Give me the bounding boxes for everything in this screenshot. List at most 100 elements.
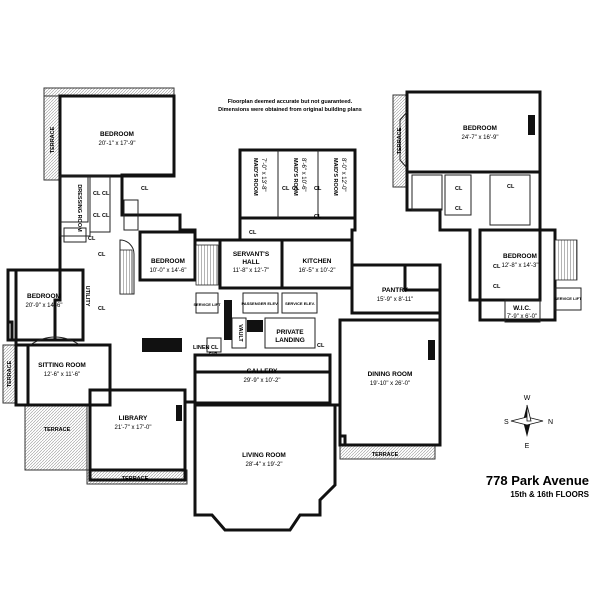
cl-u3: CL [507, 184, 515, 190]
library-dim: 21'-7" x 17'-0" [115, 425, 152, 431]
cl-u2: CL [455, 206, 463, 212]
wic-dim: 7'-9" x 6'-0" [507, 314, 537, 320]
passenger-elev-box [242, 292, 279, 314]
vault-wall-block [247, 320, 263, 332]
bedroom-ne-dim: 24'-7" x 16'-9" [462, 135, 499, 141]
dining-room-name: DINING ROOM [368, 371, 413, 378]
cl-b: CL [102, 191, 110, 197]
sitting-room-walls [14, 343, 112, 407]
gallery-dim: 29'-9" x 10'-2" [244, 378, 281, 384]
tub-nw [123, 199, 139, 231]
cl-u4: CL [493, 264, 501, 270]
wall-block-2 [224, 300, 232, 340]
bedroom-west-name: BEDROOM [27, 293, 61, 300]
pdr-walls [206, 337, 222, 353]
upper-lift-label: SERVICE LIFT [554, 296, 582, 301]
sitting-room-bay [29, 336, 81, 346]
compass-w: W [524, 395, 531, 402]
bedroom-west-dim: 20'-9" x 14'-6" [26, 303, 63, 309]
living-room-name: LIVING ROOM [242, 452, 286, 459]
library-name: LIBRARY [119, 415, 148, 422]
cl-landing: CL [317, 343, 325, 349]
cl-u5: CL [493, 284, 501, 290]
passenger-elev-label: PASSENGER ELEV. [241, 301, 278, 306]
cl-d: CL [102, 213, 110, 219]
vault-label: VAULT [237, 324, 243, 342]
living-room-walls [193, 403, 337, 532]
service-elev-label: SERVICE ELEV. [285, 301, 315, 306]
maids2-name: MAID'S ROOM [292, 158, 298, 196]
disclaimer-line-2: Dimensions were obtained from original b… [218, 107, 362, 113]
cl-e: CL [141, 186, 149, 192]
maids1-name: MAID'S ROOM [252, 158, 258, 196]
terrace-nw-label: TERRACE [50, 126, 56, 153]
closet-stack [89, 175, 111, 233]
compass-n: N [548, 419, 553, 426]
gallery-name: GALLERY [247, 368, 278, 375]
dining-room-dim: 19'-10" x 26'-0" [370, 381, 410, 387]
private-landing-name1: PRIVATE [276, 329, 304, 336]
private-landing-name2: LANDING [275, 337, 305, 344]
pantry-walls [350, 263, 442, 315]
disclaimer-line-1: Floorplan deemed accurate but not guaran… [228, 99, 353, 105]
cl-a: CL [93, 191, 101, 197]
bedroom-nw-walls [58, 94, 176, 178]
terrace-south-label: TERRACE [122, 476, 149, 482]
wic-name: W.I.C. [513, 305, 531, 312]
terrace-se-label: TERRACE [372, 452, 399, 458]
stair-hatch-1 [119, 249, 133, 295]
cl-maid-2: CL [292, 186, 300, 192]
dining-fireplace [428, 340, 435, 360]
upper-lift-box [554, 287, 582, 311]
servants-hall-dim: 11'-8" x 12'-7" [233, 268, 269, 274]
bedroom-east-name: BEDROOM [503, 253, 537, 260]
upper-stair [554, 239, 578, 281]
servants-hall-name2: HALL [242, 259, 259, 266]
pdr-label: PDR [209, 350, 218, 355]
cl-maid-4: CL [249, 230, 257, 236]
maids1-dim: 7'-0" x 13'-8" [260, 158, 266, 192]
maids2-dim: 8'-6" x 10'-6" [300, 158, 306, 192]
bedroom-ne-name: BEDROOM [463, 125, 497, 132]
utility-label: UTILITY [84, 286, 90, 307]
dining-room-walls [338, 318, 442, 447]
service-lift-label: SERVICE LIFT [193, 302, 221, 307]
terrace-west-label: TERRACE [7, 360, 13, 387]
bedroom-ne-fireplace [528, 115, 535, 135]
pantry-dim: 15'-9" x 8'-11" [377, 297, 413, 303]
bedroom-east-dim: 12'-8" x 14'-3" [502, 263, 539, 269]
cl-c: CL [93, 213, 101, 219]
bedroom-mid-dim: 10'-0" x 14'-6" [150, 268, 187, 274]
bedroom-mid-walls [138, 230, 197, 282]
library-fireplace [176, 405, 182, 421]
cl-maid-3: CL [314, 186, 322, 192]
terrace-sw-label: TERRACE [44, 427, 71, 433]
upper-bath-1 [411, 174, 443, 211]
cl-g: CL [98, 252, 106, 258]
dressing-room-walls [59, 175, 91, 237]
compass-e: E [525, 443, 530, 450]
library-walls [88, 388, 187, 472]
terrace-sw [24, 404, 88, 471]
terrace-ne-label: TERRACE [397, 127, 403, 154]
bedroom-nw-name: BEDROOM [100, 131, 134, 138]
maids3-name: MAID'S ROOM [332, 158, 338, 196]
private-landing-walls [264, 317, 316, 349]
gallery-walls [193, 353, 332, 405]
cl-maid-1: CL [282, 186, 290, 192]
service-stair [195, 244, 219, 286]
service-lift-box [195, 292, 219, 314]
service-elev-box [281, 292, 318, 314]
floors-label: 15th & 16th FLOORS [510, 490, 589, 499]
compass-rose [510, 404, 544, 437]
upper-closet-block [444, 174, 472, 216]
compass-s: S [504, 419, 509, 426]
maids-rooms-block [238, 148, 357, 220]
pantry-name: PANTRY [382, 287, 409, 294]
bath-nw-1 [59, 175, 89, 223]
living-room-dim: 28'-4" x 19'-2" [246, 462, 283, 468]
cl-u1: CL [455, 186, 463, 192]
bedroom-west-walls [6, 268, 85, 342]
kitchen-name: KITCHEN [303, 258, 332, 265]
